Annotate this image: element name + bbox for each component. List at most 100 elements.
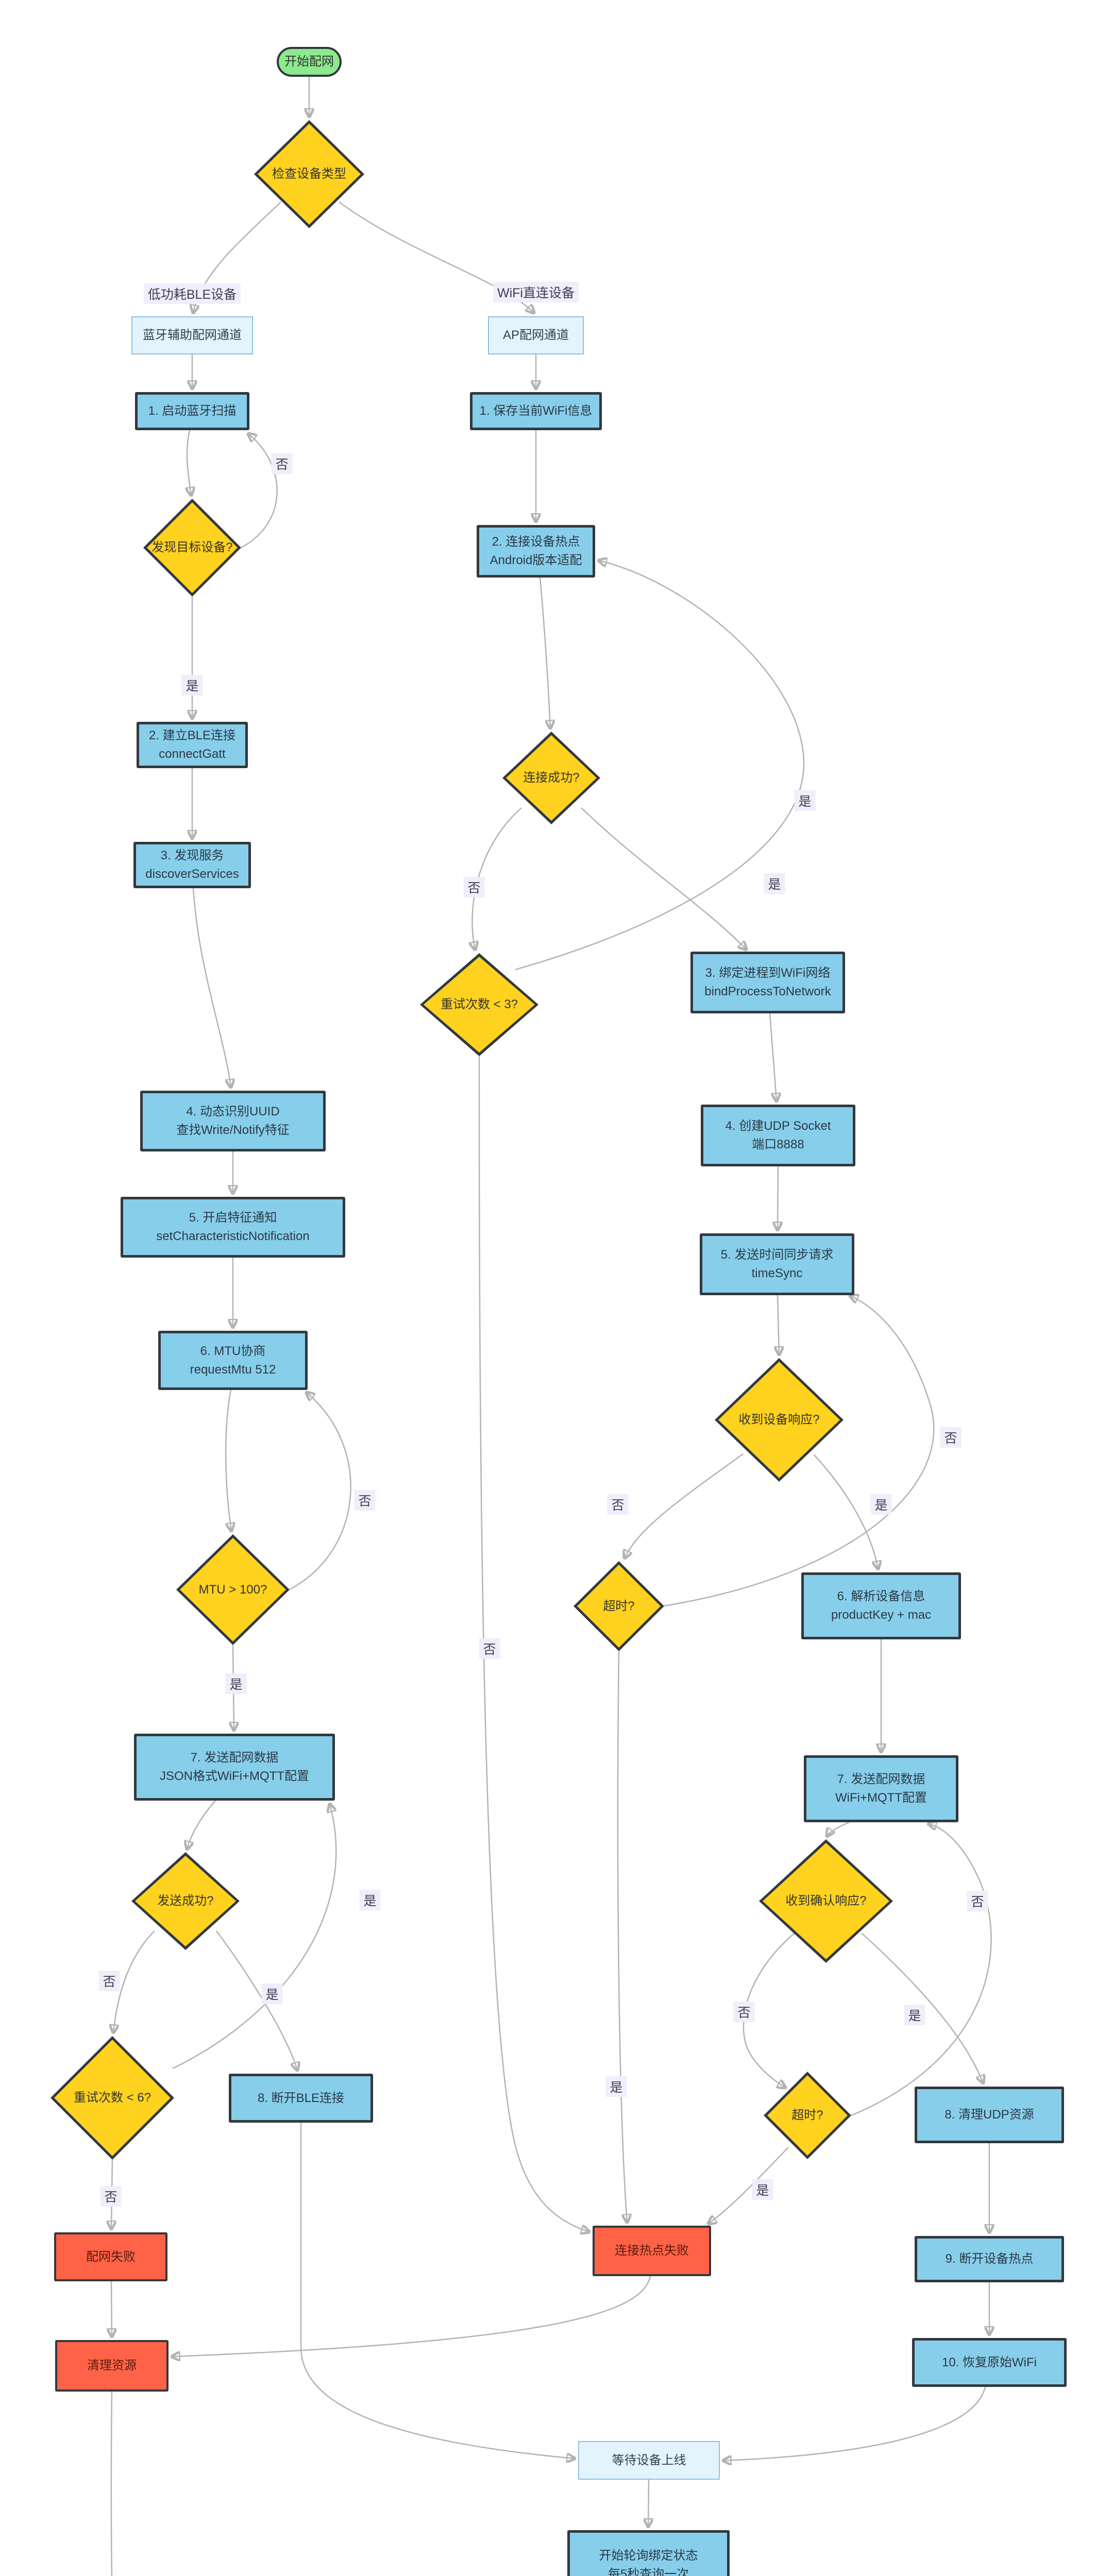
edge-w7-to-confirm (827, 1821, 850, 1836)
edge-label-no: 否 (733, 2002, 755, 2022)
edge-label-no: 否 (354, 1490, 376, 1511)
node-decision-confirm-response: 收到确认响应? (759, 1839, 893, 1963)
node-wifi-step8-clean-udp: 8. 清理UDP资源 (915, 2087, 1064, 2143)
node-label: 连接成功? (523, 771, 580, 785)
node-cleanup-resources: 清理资源 (55, 2340, 168, 2392)
edge-b8-to-waitonline (300, 2123, 575, 2459)
edge-w2-to-wconn (539, 577, 550, 728)
edge-label-yes: 是 (794, 790, 816, 811)
edge-label-yes: 是 (764, 873, 785, 894)
node-label: 超时? (791, 2108, 823, 2122)
node-ble-step6-mtu: 6. MTU协商 requestMtu 512 (158, 1331, 308, 1390)
edge-waitonline-to-poll (648, 2479, 649, 2527)
edge-label-no: 否 (940, 1427, 962, 1448)
edge-w5-to-resp (778, 1295, 779, 1354)
node-ble-step3-discover-services: 3. 发现服务 discoverServices (133, 842, 251, 888)
node-wifi-step3-bind-process: 3. 绑定进程到WiFi网络 bindProcessToNetwork (690, 952, 845, 1013)
node-wifi-step1-save-wifi: 1. 保存当前WiFi信息 (470, 392, 602, 430)
node-decision-mtu-gt-100: MTU > 100? (176, 1534, 290, 1645)
node-label: 收到设备响应? (738, 1413, 820, 1427)
edge-label-no: 否 (100, 2186, 122, 2207)
edge-label-yes: 是 (225, 1673, 247, 1694)
node-wifi-step10-restore-wifi: 10. 恢复原始WiFi (912, 2338, 1067, 2387)
node-label: MTU > 100? (198, 1582, 267, 1597)
edge-retry3-no-to-failhotspot (478, 1056, 589, 2232)
edge-confirm-yes-to-w8 (861, 1933, 983, 2083)
node-decision-device-found: 发现目标设备? (143, 499, 241, 597)
node-ble-channel: 蓝牙辅助配网通道 (131, 316, 253, 354)
node-label: 重试次数 < 6? (73, 2091, 151, 2105)
edge-found-no-loop-b1 (241, 434, 278, 549)
node-label: 发现目标设备? (151, 540, 233, 554)
edge-sent-no-to-retry6 (113, 1930, 155, 2032)
node-ble-step7-send-config: 7. 发送配网数据 JSON格式WiFi+MQTT配置 (134, 1734, 335, 1801)
node-ble-step4-identify-uuid: 4. 动态识别UUID 查找Write/Notify特征 (140, 1091, 326, 1151)
node-decision-connect-success: 连接成功? (502, 732, 600, 824)
edge-label-wifi-branch: WiFi直连设备 (493, 282, 579, 302)
edge-label-yes: 是 (261, 1984, 283, 2004)
edge-sent-yes-to-b8 (216, 1930, 297, 2070)
node-decision-device-response: 收到设备响应? (715, 1358, 844, 1482)
edge-timeout1-no-loop-w5 (664, 1296, 935, 1607)
edge-label-yes: 是 (904, 2005, 925, 2025)
node-ap-channel: AP配网通道 (488, 316, 584, 354)
edge-timeout2-yes-to-failhotspot (709, 2147, 789, 2224)
edge-failhotspot-to-clean (172, 2276, 651, 2357)
edge-w10-to-waitonline (723, 2386, 986, 2461)
edge-label-no: 否 (463, 877, 485, 897)
edge-retry3-yes-loop-w2 (515, 561, 805, 971)
edge-wconn-yes-to-w3 (581, 807, 746, 950)
node-wifi-step4-udp-socket: 4. 创建UDP Socket 端口8888 (701, 1105, 855, 1166)
node-wifi-step6-parse-device-info: 6. 解析设备信息 productKey + mac (801, 1572, 961, 1639)
node-label: 发送成功? (157, 1894, 214, 1908)
edge-label-no: 否 (98, 1971, 120, 1991)
edge-b1-to-found (187, 430, 191, 495)
node-ble-step1-scan: 1. 启动蓝牙扫描 (135, 392, 249, 430)
node-poll-bind-status: 开始轮询绑定状态 每5秒查询一次 (567, 2530, 730, 2576)
edge-label-no: 否 (479, 1638, 500, 1659)
edge-label-no: 否 (271, 453, 293, 474)
node-label: 收到确认响应? (785, 1894, 867, 1908)
edge-timeout2-no-loop-w7 (851, 1824, 992, 2116)
node-check-device-type: 检查设备类型 (254, 120, 364, 228)
node-decision-timeout-udp: 超时? (574, 1561, 664, 1651)
node-decision-send-success: 发送成功? (131, 1852, 240, 1950)
node-provisioning-failed: 配网失败 (54, 2232, 167, 2281)
node-wifi-step9-disconnect-hotspot: 9. 断开设备热点 (915, 2236, 1064, 2282)
node-wait-device-online: 等待设备上线 (578, 2441, 720, 2480)
node-wifi-step2-connect-hotspot: 2. 连接设备热点 Android版本适配 (477, 525, 595, 578)
node-ble-step8-disconnect: 8. 断开BLE连接 (229, 2074, 373, 2123)
edge-b7-to-sent (187, 1800, 216, 1849)
node-hotspot-connect-failed: 连接热点失败 (593, 2226, 711, 2276)
edge-label-yes: 是 (870, 1494, 892, 1515)
edge-label-ble-branch: 低功耗BLE设备 (143, 283, 241, 304)
node-start: 开始配网 (277, 47, 342, 77)
edge-confirm-no-to-timeout2 (743, 1933, 795, 2088)
node-ble-step2-connect-gatt: 2. 建立BLE连接 connectGatt (137, 722, 248, 768)
edge-failble-to-clean (111, 2281, 112, 2336)
edge-w3-to-w4 (769, 1013, 777, 1101)
node-label: 超时? (603, 1599, 635, 1613)
node-decision-retry-lt-3: 重试次数 < 3? (420, 953, 538, 1056)
node-wifi-step7-send-config: 7. 发送配网数据 WiFi+MQTT配置 (804, 1755, 958, 1822)
edge-b6-to-mtu (225, 1389, 231, 1531)
node-label: 检查设备类型 (272, 167, 346, 181)
edge-b3-to-b4 (192, 888, 231, 1087)
edge-label-yes: 是 (359, 1890, 381, 1910)
node-ble-step5-enable-notification: 5. 开启特征通知 setCharacteristicNotification (121, 1197, 345, 1258)
edge-label-no: 否 (967, 1891, 988, 1911)
edge-label-yes: 是 (181, 675, 203, 696)
edge-timeout1-yes-to-failhotspot (617, 1651, 627, 2222)
edge-resp-no-to-timeout1 (625, 1453, 744, 1558)
node-wifi-step5-timesync: 5. 发送时间同步请求 timeSync (700, 1233, 854, 1295)
edge-clean-to-end (110, 2391, 113, 2576)
node-decision-timeout-confirm: 超时? (764, 2072, 851, 2159)
edge-resp-yes-to-w6 (814, 1454, 878, 1569)
edge-label-yes: 是 (605, 2076, 627, 2097)
node-label: 重试次数 < 3? (440, 997, 518, 1011)
edge-label-no: 否 (607, 1494, 629, 1515)
edge-retry6-yes-loop-b7 (172, 1804, 337, 2070)
edge-mtu-no-loop-b6 (289, 1393, 351, 1590)
